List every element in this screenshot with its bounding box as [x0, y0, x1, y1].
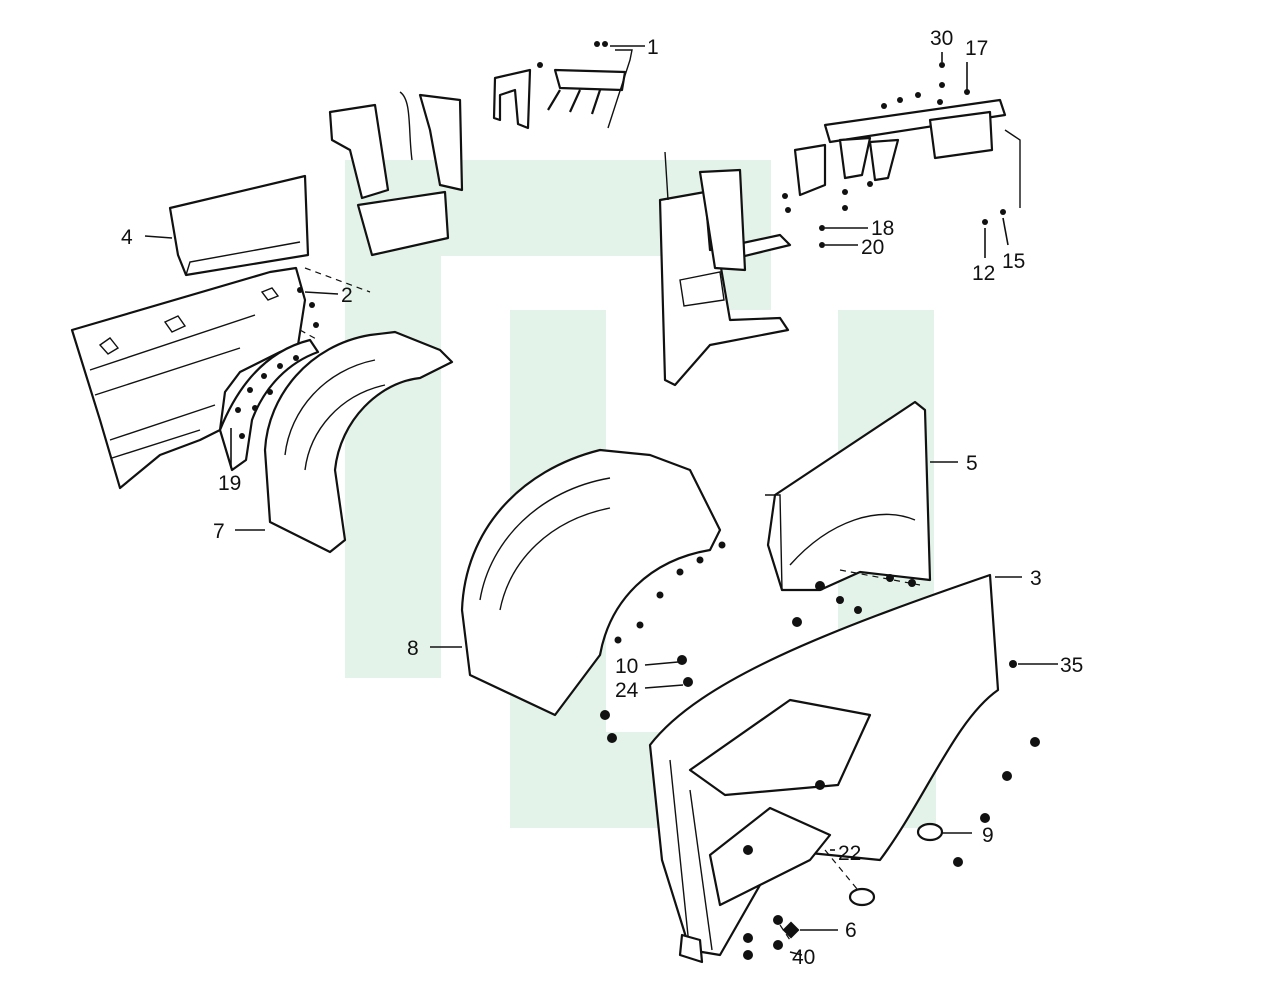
fasteners	[297, 41, 1040, 960]
leader-lines	[144, 45, 1058, 956]
callout-8: 8	[407, 637, 419, 660]
grommets	[848, 822, 944, 907]
callout-15: 15	[1002, 250, 1025, 273]
part-2-side-trim-panel	[70, 266, 307, 490]
part-8-large-fender-liner	[460, 448, 726, 717]
callout-19: 19	[218, 472, 241, 495]
callout-24: 24	[615, 679, 639, 702]
assembly-lines	[299, 267, 921, 941]
callout-6: 6	[845, 919, 857, 942]
callout-17: 17	[965, 37, 988, 60]
callout-4: 4	[121, 226, 133, 249]
center-bracket-assembly	[658, 151, 792, 387]
part-5-rear-panel	[765, 400, 932, 592]
callout-labels: 1 30 17 18 20 12 15 4 2 19 7 5 3 35 8 10…	[121, 27, 1083, 969]
callout-40: 40	[792, 946, 815, 969]
callout-22: 22	[838, 842, 861, 865]
callout-18: 18	[871, 217, 894, 240]
part-4-grille-panel	[168, 174, 310, 277]
callout-10: 10	[615, 655, 638, 678]
callout-5: 5	[966, 452, 978, 475]
part-3-side-step-panel	[648, 573, 1000, 964]
callout-3: 3	[1030, 567, 1042, 590]
callout-35: 35	[1060, 654, 1083, 677]
callout-2: 2	[341, 284, 353, 307]
callout-1: 1	[647, 36, 659, 59]
part-19-inner-liner	[218, 338, 320, 472]
callout-30: 30	[930, 27, 953, 50]
upper-left-brackets	[328, 49, 633, 257]
callout-9: 9	[982, 824, 994, 847]
part-7-fender-liner	[263, 330, 454, 554]
callout-7: 7	[213, 520, 225, 543]
upper-right-bracket-assembly	[793, 98, 1021, 208]
callout-20: 20	[861, 236, 884, 259]
callout-12: 12	[972, 262, 995, 285]
